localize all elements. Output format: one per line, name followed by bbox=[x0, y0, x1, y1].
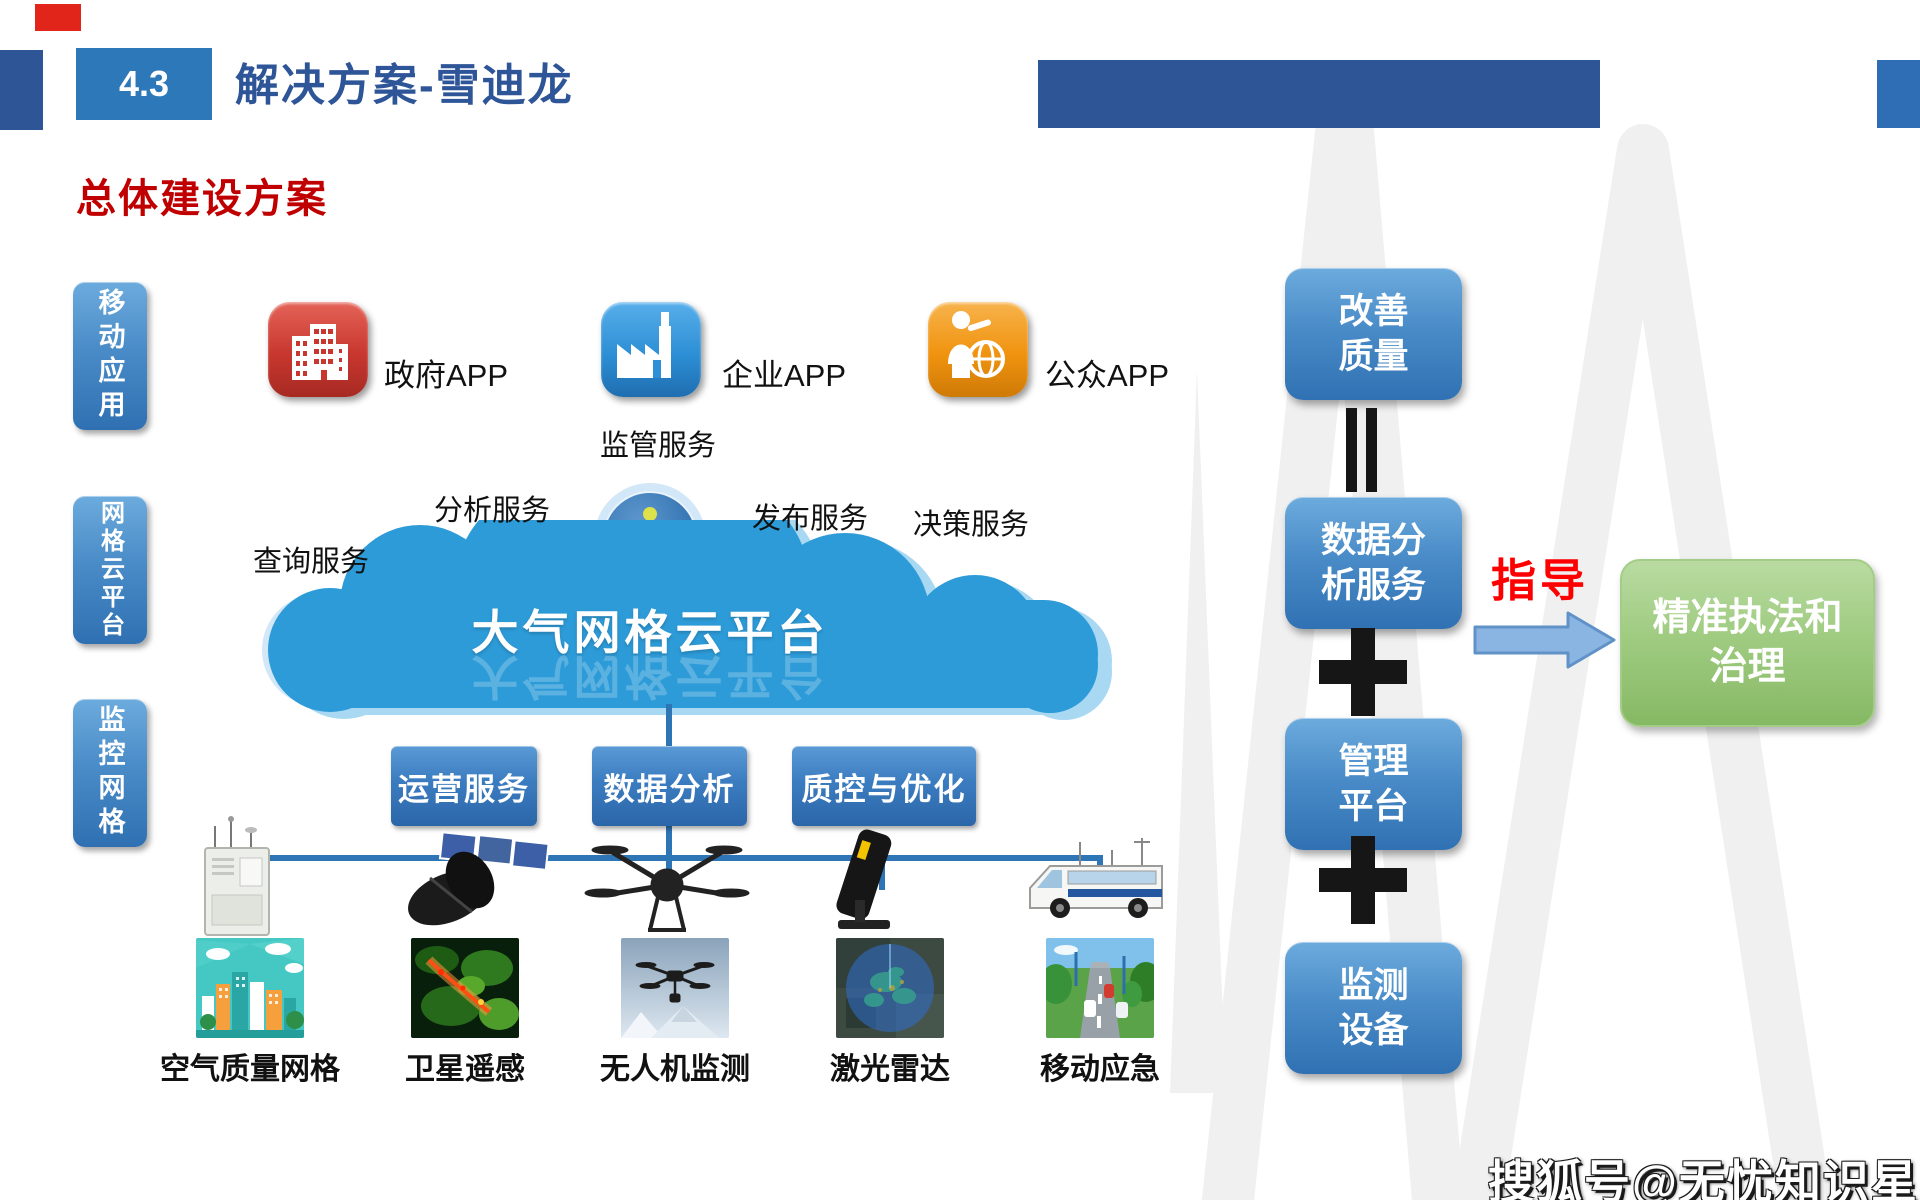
drone-monitoring-photo bbox=[621, 938, 729, 1038]
satellite-photo bbox=[408, 831, 550, 926]
guide-arrow-icon bbox=[1473, 611, 1616, 669]
monitoring-station-photo bbox=[204, 816, 270, 936]
enterprise-app-label: 企业APP bbox=[722, 358, 847, 393]
guide-label: 指导 bbox=[1490, 555, 1589, 606]
subtitle: 总体建设方案 bbox=[76, 177, 328, 221]
header-right-bar bbox=[1038, 60, 1600, 128]
device-label-lidar: 激光雷达 bbox=[830, 1053, 950, 1086]
lidar-photo bbox=[836, 829, 892, 929]
drone-photo bbox=[584, 845, 750, 932]
equals-connector bbox=[1346, 408, 1378, 492]
factory-icon bbox=[617, 312, 671, 378]
satellite-imagery-photo bbox=[411, 938, 519, 1038]
page-title: 解决方案-雪迪龙 bbox=[235, 61, 574, 110]
air-quality-grid-photo bbox=[196, 938, 304, 1038]
device-illustrations bbox=[204, 816, 1163, 936]
enterprise-app-icon bbox=[601, 302, 701, 397]
service-label-query: 查询服务 bbox=[252, 546, 369, 578]
formula-box-monitoring-equipment: 监测 设备 bbox=[1285, 942, 1462, 1074]
section-number: 4.3 bbox=[118, 63, 170, 104]
device-label-air-quality-grid: 空气质量网格 bbox=[160, 1053, 340, 1086]
button-operation-service: 运营服务 bbox=[391, 746, 537, 826]
service-label-supervision: 监管服务 bbox=[599, 430, 716, 462]
cloud-shape bbox=[268, 520, 1112, 720]
device-label-mobile-emergency: 移动应急 bbox=[1040, 1053, 1160, 1086]
equals-bar bbox=[1346, 408, 1357, 492]
service-label-analysis: 分析服务 bbox=[433, 495, 550, 527]
pillar-mobile-app: 移动应用 bbox=[73, 282, 147, 430]
device-label-drone: 无人机监测 bbox=[600, 1053, 750, 1086]
button-qc-optimization: 质控与优化 bbox=[792, 746, 976, 826]
government-app-label: 政府APP bbox=[384, 358, 509, 393]
header-left-accent-bar bbox=[0, 50, 43, 130]
plus-connector bbox=[1319, 628, 1407, 716]
mobile-emergency-photo bbox=[1046, 938, 1154, 1038]
public-app-icon bbox=[928, 302, 1028, 397]
plus-bar bbox=[1319, 868, 1407, 892]
public-app-label: 公众APP bbox=[1045, 358, 1170, 393]
formula-box-management-platform: 管理 平台 bbox=[1285, 718, 1462, 850]
cloud-platform-title: 大气网格云平台 bbox=[471, 605, 829, 659]
watermark-text: 搜狐号@无忧知识星球 bbox=[1488, 1156, 1919, 1200]
formula-box-data-analysis-service: 数据分 析服务 bbox=[1285, 497, 1462, 629]
service-label-publish: 发布服务 bbox=[751, 503, 868, 535]
button-data-analysis: 数据分析 bbox=[592, 746, 747, 826]
person-globe-icon bbox=[948, 311, 1005, 378]
header-edge-bar bbox=[1877, 60, 1920, 128]
plus-connector bbox=[1319, 836, 1407, 924]
government-app-icon bbox=[268, 302, 368, 397]
device-label-satellite: 卫星遥感 bbox=[405, 1053, 525, 1086]
equals-bar bbox=[1366, 408, 1377, 492]
government-building-icon bbox=[292, 324, 348, 380]
van-photo bbox=[1029, 838, 1163, 918]
corner-red-accent bbox=[35, 4, 81, 31]
service-label-decision: 决策服务 bbox=[912, 509, 1029, 541]
formula-box-improve-quality: 改善 质量 bbox=[1285, 268, 1462, 400]
pillar-monitoring-grid: 监控网格 bbox=[73, 699, 147, 847]
plus-bar bbox=[1319, 660, 1407, 684]
lidar-scan-photo bbox=[836, 938, 944, 1038]
result-box-precise-enforcement: 精准执法和 治理 bbox=[1620, 559, 1875, 727]
pillar-grid-cloud-platform: 网格云平台 bbox=[73, 496, 147, 644]
section-number-box: 4.3 bbox=[76, 48, 212, 120]
